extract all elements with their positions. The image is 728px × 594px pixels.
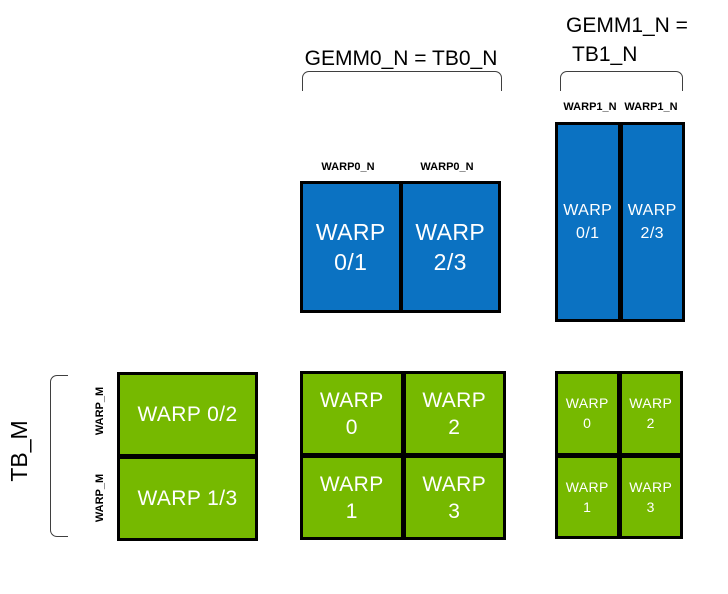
tile-text: 0/1 bbox=[334, 249, 368, 275]
gemm0-warp-2-tile: WARP 2 bbox=[405, 374, 503, 453]
gemm1-n-extent-bracket bbox=[560, 71, 683, 91]
gemm1-accumulator-grid: WARP 0/1 WARP 2/3 bbox=[555, 122, 685, 322]
gemm0-warp-0-tile: WARP 0 bbox=[303, 374, 401, 453]
tile-text: 1 bbox=[345, 499, 358, 523]
tile-text: 2 bbox=[448, 415, 461, 439]
gemm0-accumulator-grid: WARP 0/1 WARP 2/3 bbox=[300, 181, 501, 313]
tile-text: 0/1 bbox=[576, 225, 600, 242]
tb-m-label: TB_M bbox=[5, 420, 32, 482]
warp-1-3-tile: WARP 1/3 bbox=[120, 459, 255, 538]
warp0-n-label-right: WARP0_N bbox=[420, 161, 474, 173]
gemm0-warp-2-3-tile: WARP 2/3 bbox=[402, 184, 498, 310]
warp-0-2-tile: WARP 0/2 bbox=[120, 375, 255, 454]
warp-m-label-bottom: WARP_M bbox=[94, 473, 106, 523]
tile-text: WARP bbox=[422, 472, 487, 496]
warp-m-label-top: WARP_M bbox=[94, 386, 106, 436]
tile-text: WARP bbox=[565, 395, 609, 412]
tile-text: 2 bbox=[646, 415, 655, 432]
gemm0-warp-0-1-tile: WARP 0/1 bbox=[303, 184, 399, 310]
gemm1-output-grid: WARP 0 WARP 2 WARP 1 WARP 3 bbox=[555, 371, 683, 539]
tile-text: WARP bbox=[415, 219, 486, 245]
gemm1-n-title: GEMM1_N = TB1_N bbox=[566, 11, 688, 69]
gemm1-warp-0-1-tile: WARP 0/1 bbox=[558, 125, 618, 319]
warp1-n-label-left: WARP1_N bbox=[563, 101, 617, 113]
tile-text: 2/3 bbox=[640, 225, 664, 242]
gemm0-warp-3-tile: WARP 3 bbox=[405, 458, 503, 537]
tile-text: WARP bbox=[629, 478, 673, 495]
tile-text: 0 bbox=[583, 415, 592, 432]
tile-text: WARP bbox=[629, 395, 673, 412]
gemm0-warp-1-tile: WARP 1 bbox=[303, 458, 401, 537]
gemm1-warp-3-tile: WARP 3 bbox=[621, 457, 680, 536]
gemm1-n-title-line2: TB1_N bbox=[572, 43, 638, 66]
tile-text: 2/3 bbox=[433, 249, 467, 275]
tb-m-extent-bracket bbox=[50, 375, 68, 537]
gemm1-warp-2-3-tile: WARP 2/3 bbox=[622, 125, 682, 319]
tile-text: WARP bbox=[319, 472, 384, 496]
gemm1-warp-1-tile: WARP 1 bbox=[558, 457, 617, 536]
gemm0-n-title: GEMM0_N = TB0_N bbox=[304, 47, 498, 70]
tile-text: WARP 0/2 bbox=[137, 402, 238, 426]
tile-text: 1 bbox=[583, 498, 592, 515]
warp0-n-label-left: WARP0_N bbox=[321, 161, 375, 173]
tb-m-operand-grid: WARP 0/2 WARP 1/3 bbox=[117, 372, 258, 541]
tile-text: WARP bbox=[422, 388, 487, 412]
gemm0-output-grid: WARP 0 WARP 2 WARP 1 WARP 3 bbox=[300, 371, 506, 540]
tile-text: WARP bbox=[563, 202, 613, 219]
gemm0-n-extent-bracket bbox=[302, 71, 502, 91]
tile-text: WARP bbox=[319, 388, 384, 412]
tile-text: WARP 1/3 bbox=[137, 486, 238, 510]
gemm1-warp-2-tile: WARP 2 bbox=[621, 374, 680, 453]
gemm1-n-title-line1: GEMM1_N = bbox=[566, 14, 688, 37]
tile-text: WARP bbox=[315, 219, 386, 245]
tile-text: 3 bbox=[448, 499, 461, 523]
warp1-n-label-right: WARP1_N bbox=[624, 101, 678, 113]
tile-text: 3 bbox=[646, 498, 655, 515]
tile-text: WARP bbox=[627, 202, 677, 219]
tile-text: WARP bbox=[565, 478, 609, 495]
gemm1-warp-0-tile: WARP 0 bbox=[558, 374, 617, 453]
tile-text: 0 bbox=[345, 415, 358, 439]
